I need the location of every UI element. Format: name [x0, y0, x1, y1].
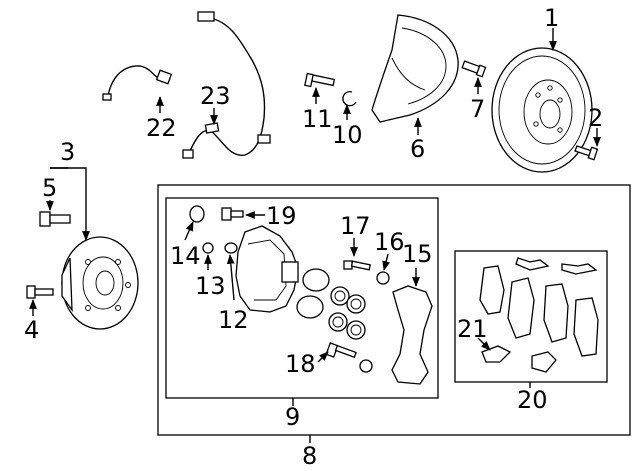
callout-9: 9 — [285, 403, 300, 431]
leader-21 — [477, 337, 491, 351]
caliper-housing — [235, 225, 299, 313]
guide-pin — [343, 260, 371, 271]
wheel-hub-bearing — [61, 236, 139, 330]
callout-16: 16 — [374, 228, 405, 256]
rotor-screw — [574, 145, 599, 161]
callout-1: 1 — [544, 4, 559, 32]
brake-pads — [479, 265, 599, 357]
callout-7: 7 — [470, 95, 485, 123]
callout-19: 19 — [266, 202, 297, 230]
leader-18 — [317, 351, 329, 363]
leader-14 — [184, 221, 194, 241]
splash-shield — [371, 14, 459, 123]
callout-12: 12 — [218, 306, 249, 334]
retaining-clip — [342, 91, 357, 107]
caliper-assembly-box-8 — [157, 184, 631, 436]
callout-11: 11 — [302, 105, 333, 133]
guide-pin-boot — [224, 242, 238, 254]
wheel-sensor-harness — [102, 65, 173, 101]
callout-20: 20 — [517, 386, 548, 414]
shield-bolt — [461, 60, 487, 78]
abs-sensor-wire — [182, 11, 271, 159]
callout-8: 8 — [302, 442, 317, 470]
callout-14: 14 — [170, 242, 201, 270]
callout-23: 23 — [200, 82, 231, 110]
piston-seals — [328, 286, 366, 340]
bleeder-screw — [202, 242, 214, 254]
callout-10: 10 — [332, 121, 363, 149]
callout-4: 4 — [24, 316, 39, 344]
callout-17: 17 — [340, 212, 371, 240]
guide-bolt — [221, 207, 244, 221]
pad-clips — [481, 257, 598, 373]
callout-3: 3 — [60, 138, 75, 166]
callout-2: 2 — [588, 104, 603, 132]
callout-5: 5 — [42, 174, 57, 202]
caliper-pistons — [296, 268, 330, 319]
hub-mount-bolt — [26, 285, 54, 299]
callout-13: 13 — [195, 272, 226, 300]
caliper-box-9 — [165, 197, 439, 399]
pad-kit-box-20 — [454, 250, 608, 383]
callout-6: 6 — [410, 135, 425, 163]
hub-bolt — [39, 211, 71, 227]
callout-15: 15 — [402, 240, 433, 268]
callout-21: 21 — [457, 315, 488, 343]
bracket-nut — [359, 359, 373, 373]
callout-22: 22 — [146, 114, 177, 142]
bracket-bolt — [325, 342, 357, 359]
caliper-nut — [376, 271, 390, 285]
callout-18: 18 — [285, 350, 316, 378]
caliper-bracket — [391, 285, 433, 385]
shield-mount-bolt — [304, 72, 336, 88]
bleeder-cap — [189, 205, 205, 223]
leader-16 — [382, 253, 390, 271]
leader-12 — [226, 254, 235, 301]
brake-rotor — [491, 47, 593, 173]
